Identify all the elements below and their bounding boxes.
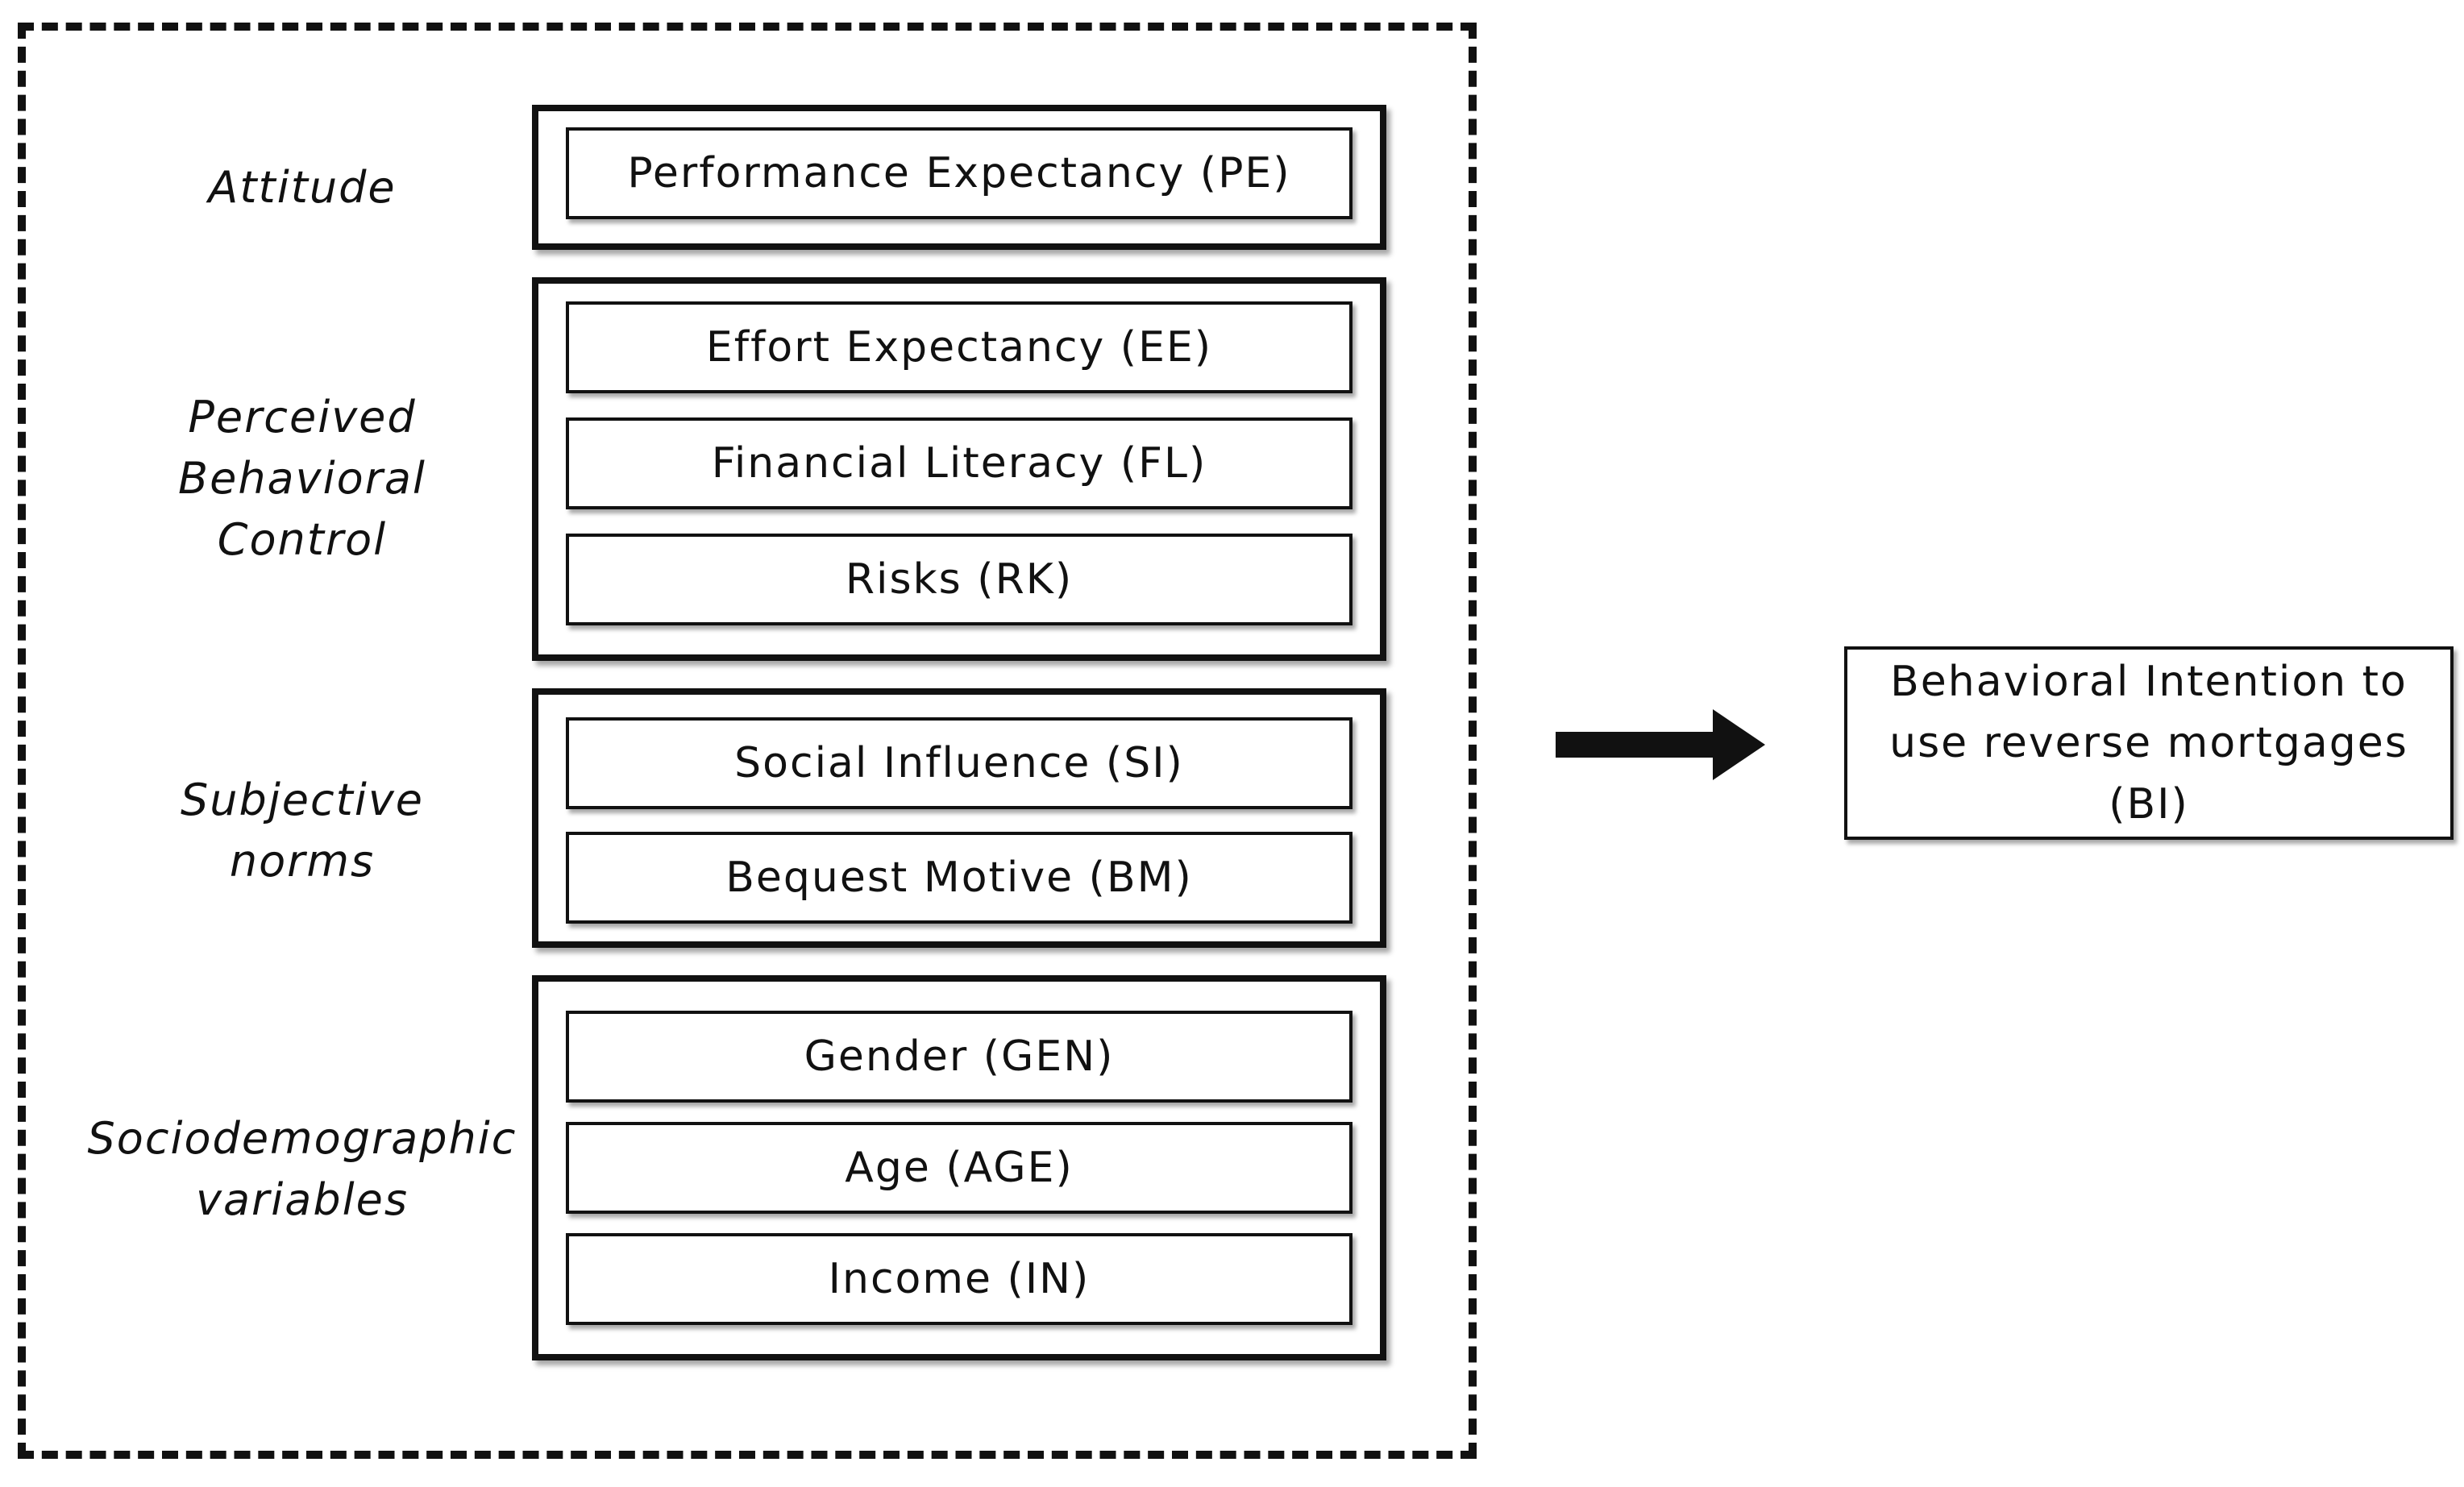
item-income: Income (IN)	[566, 1233, 1352, 1325]
item-financial-literacy: Financial Literacy (FL)	[566, 417, 1352, 509]
predictors-frame	[18, 23, 1477, 1459]
group-label-perceived-behavioral-control: Perceived Behavioral Control	[178, 392, 426, 565]
item-age: Age (AGE)	[566, 1122, 1352, 1214]
right-arrow-icon	[1556, 709, 1765, 780]
item-gender: Gender (GEN)	[566, 1011, 1352, 1103]
item-effort-expectancy: Effort Expectancy (EE)	[566, 301, 1352, 393]
item-social-influence: Social Influence (SI)	[566, 717, 1352, 809]
item-bequest-motive: Bequest Motive (BM)	[566, 832, 1352, 924]
item-performance-expectancy: Performance Expectancy (PE)	[566, 127, 1352, 219]
item-risks: Risks (RK)	[566, 534, 1352, 625]
group-label-sociodemographic-variables: Sociodemographic variables	[87, 1113, 517, 1225]
group-label-subjective-norms: Subjective norms	[180, 775, 425, 887]
outcome-behavioral-intention: Behavioral Intention to use reverse mort…	[1844, 646, 2454, 840]
group-label-attitude: Attitude	[208, 162, 397, 213]
